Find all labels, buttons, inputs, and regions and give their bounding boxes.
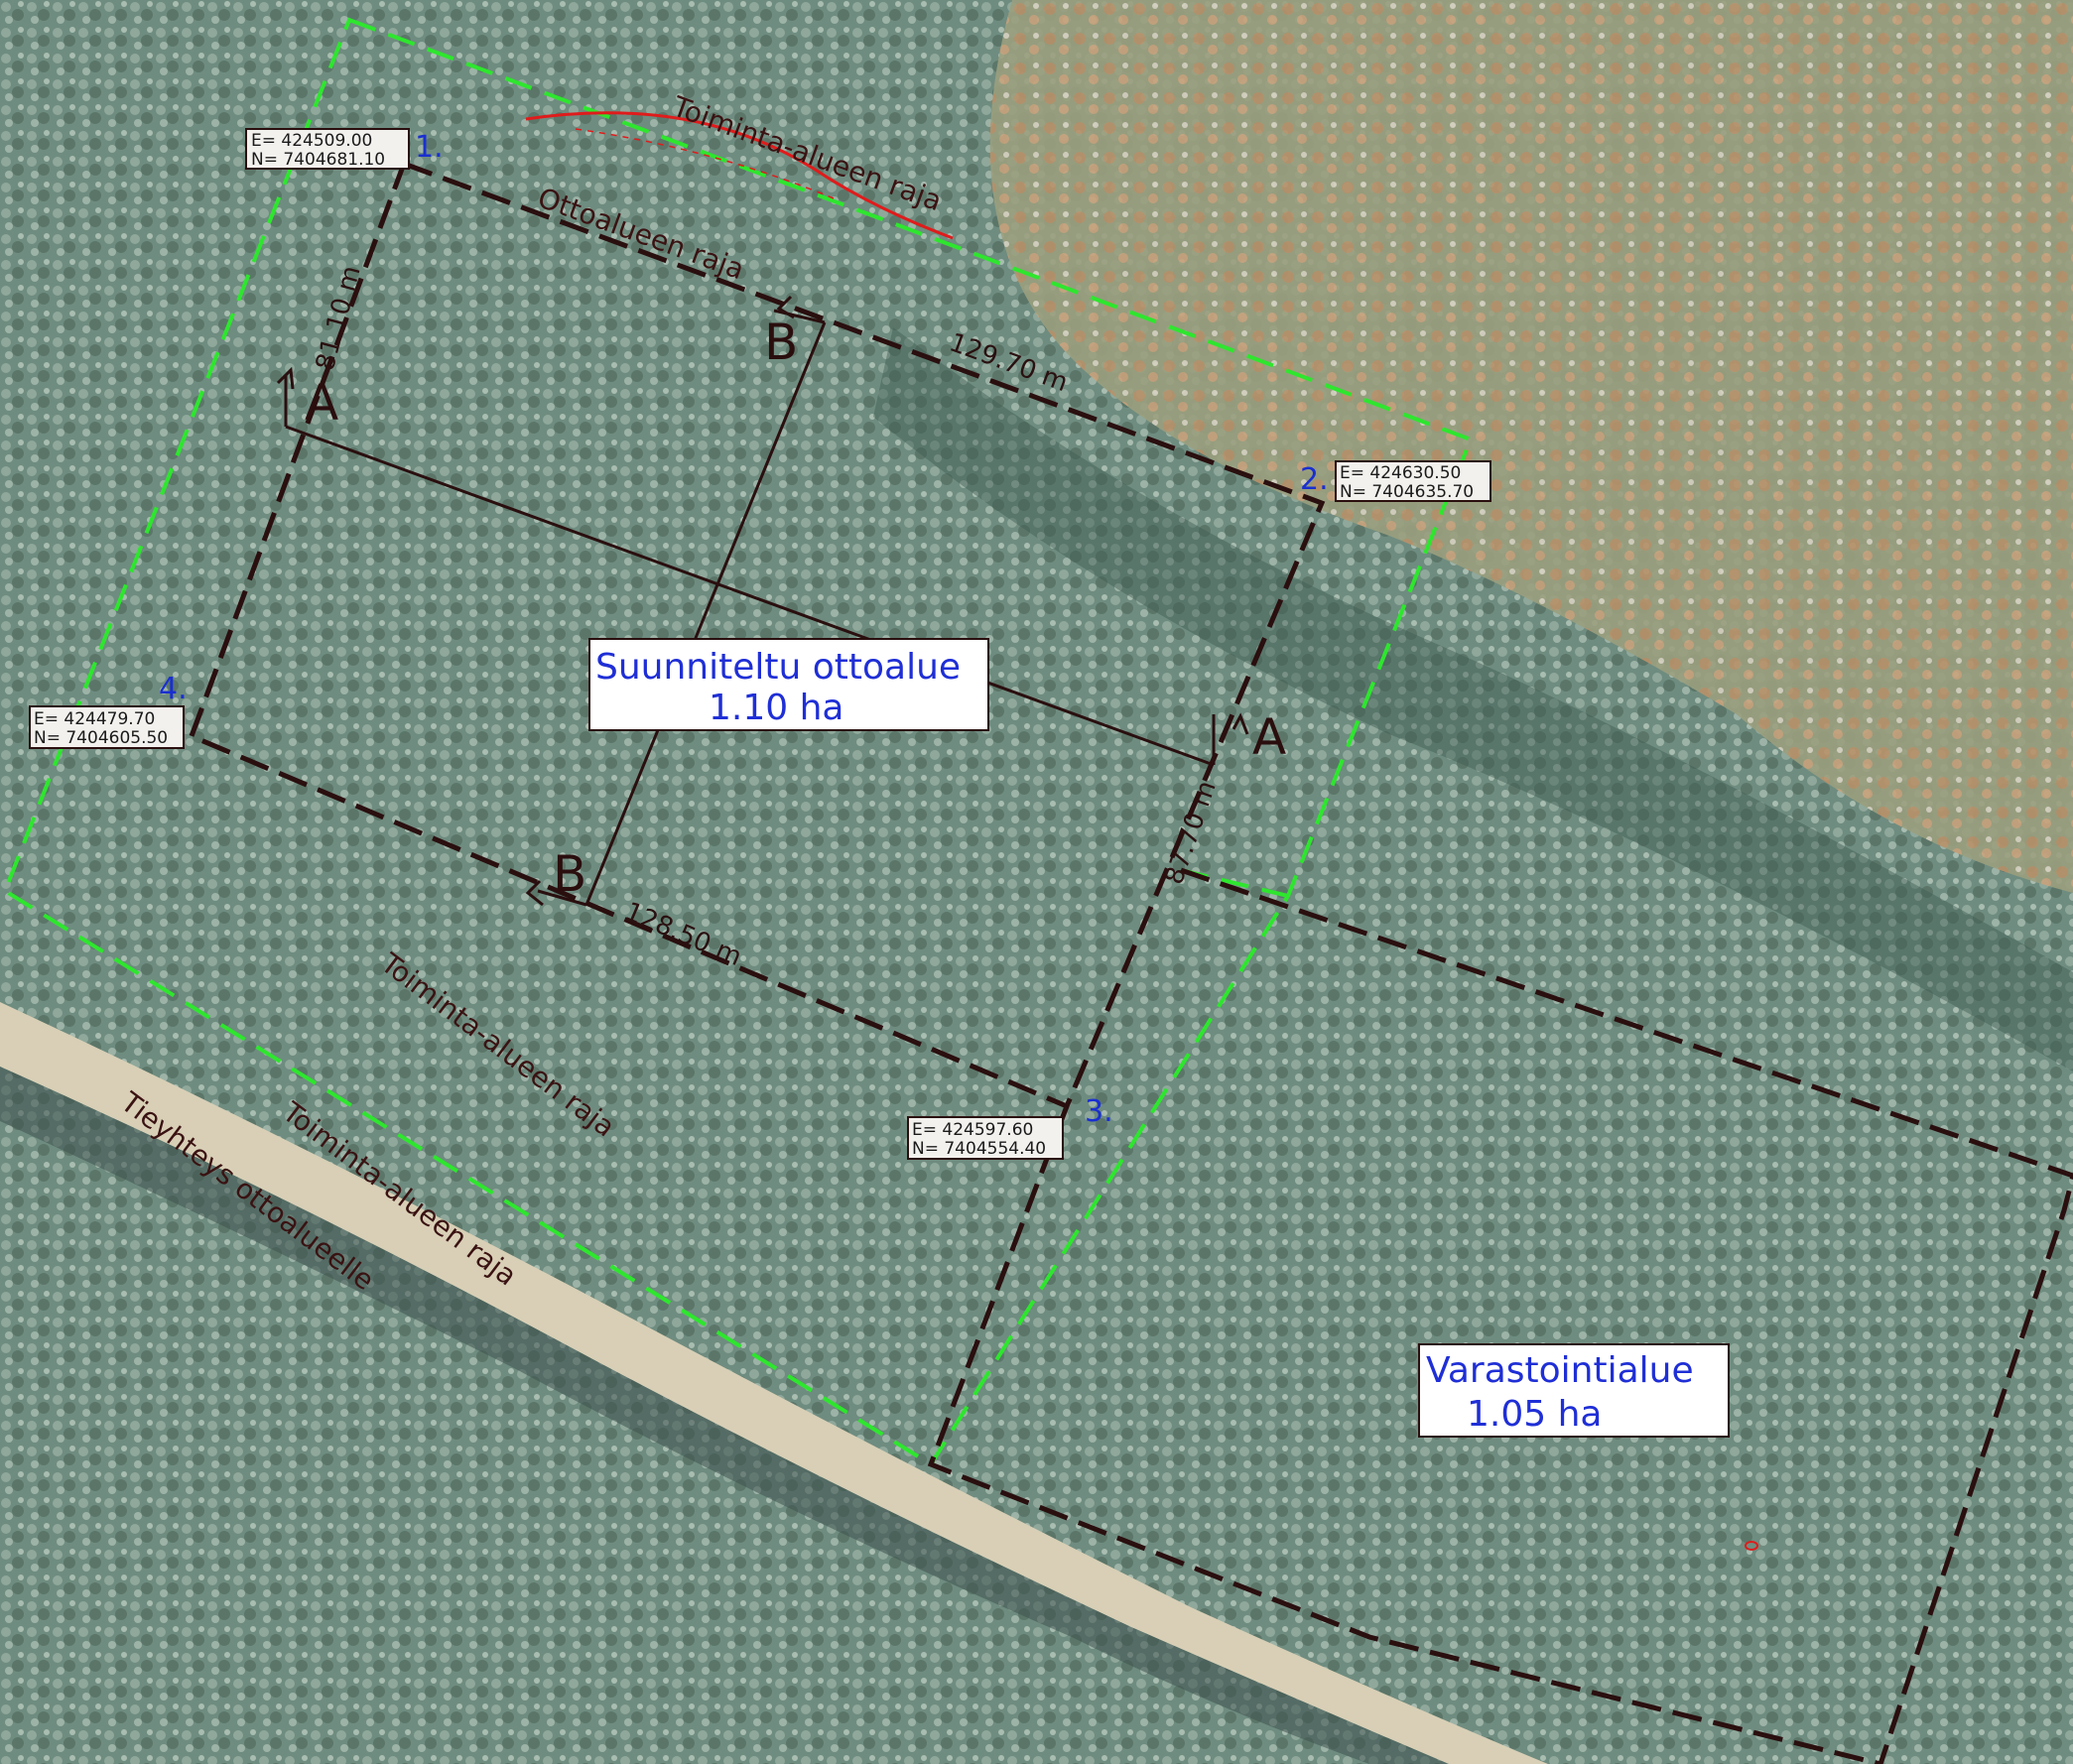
point-number-4: 4. [159,672,188,706]
varastointialue-label-box: Varastointialue 1.05 ha [1418,1343,1730,1438]
ottoalue-label-box: Suunniteltu ottoalue 1.10 ha [588,638,989,731]
coord-n-4: N= 7404605.50 [34,728,168,748]
road-shadow [0,1067,1449,1764]
coord-n-1: N= 7404681.10 [251,150,385,170]
section-b-bottom-arrow [525,879,544,907]
varastointialue-name: Varastointialue [1426,1350,1694,1391]
clearing-area [989,0,2073,893]
coord-e-3: E= 424597.60 [912,1120,1033,1140]
coord-box-4: E= 424479.70 N= 7404605.50 [29,705,185,749]
coord-e-2: E= 424630.50 [1340,463,1461,483]
ottoalue-name: Suunniteltu ottoalue [595,647,961,688]
red-marker [1745,1541,1758,1551]
coord-box-3: E= 424597.60 N= 7404554.40 [907,1116,1064,1160]
red-survey-line [525,111,954,240]
section-line-b [584,321,827,906]
section-line-b-tick-bottom [537,889,587,907]
section-label-a-left: A [305,374,338,432]
varastointialue-size: 1.05 ha [1467,1394,1602,1435]
point-number-3: 3. [1085,1094,1113,1129]
section-line-a [285,425,1215,767]
red-survey-line-2 [575,128,835,199]
section-a-right-arrow [1231,712,1249,735]
coord-box-2: E= 424630.50 N= 7404635.70 [1335,460,1491,502]
coord-n-3: N= 7404554.40 [912,1139,1046,1159]
section-line-b-tick-top [773,309,826,324]
road [0,1002,1548,1764]
coord-box-1: E= 424509.00 N= 7404681.10 [245,128,410,170]
clearing-dark-edge [873,327,2073,1071]
section-label-a-right: A [1252,708,1286,766]
varastointialue-boundary-lower [927,1105,1881,1764]
section-a-left-arrow [276,366,295,390]
point-number-1: 1. [415,130,444,165]
coord-n-2: N= 7404635.70 [1340,482,1474,502]
ottoalue-size: 1.10 ha [709,688,843,728]
point-number-2: 2. [1300,462,1329,497]
section-label-b-top: B [764,314,798,371]
section-b-top-arrow [776,295,795,319]
coord-e-1: E= 424509.00 [251,131,372,151]
varastointialue-boundary [1180,867,2073,1764]
section-label-b-bottom: B [553,845,586,903]
coord-e-4: E= 424479.70 [34,709,155,729]
